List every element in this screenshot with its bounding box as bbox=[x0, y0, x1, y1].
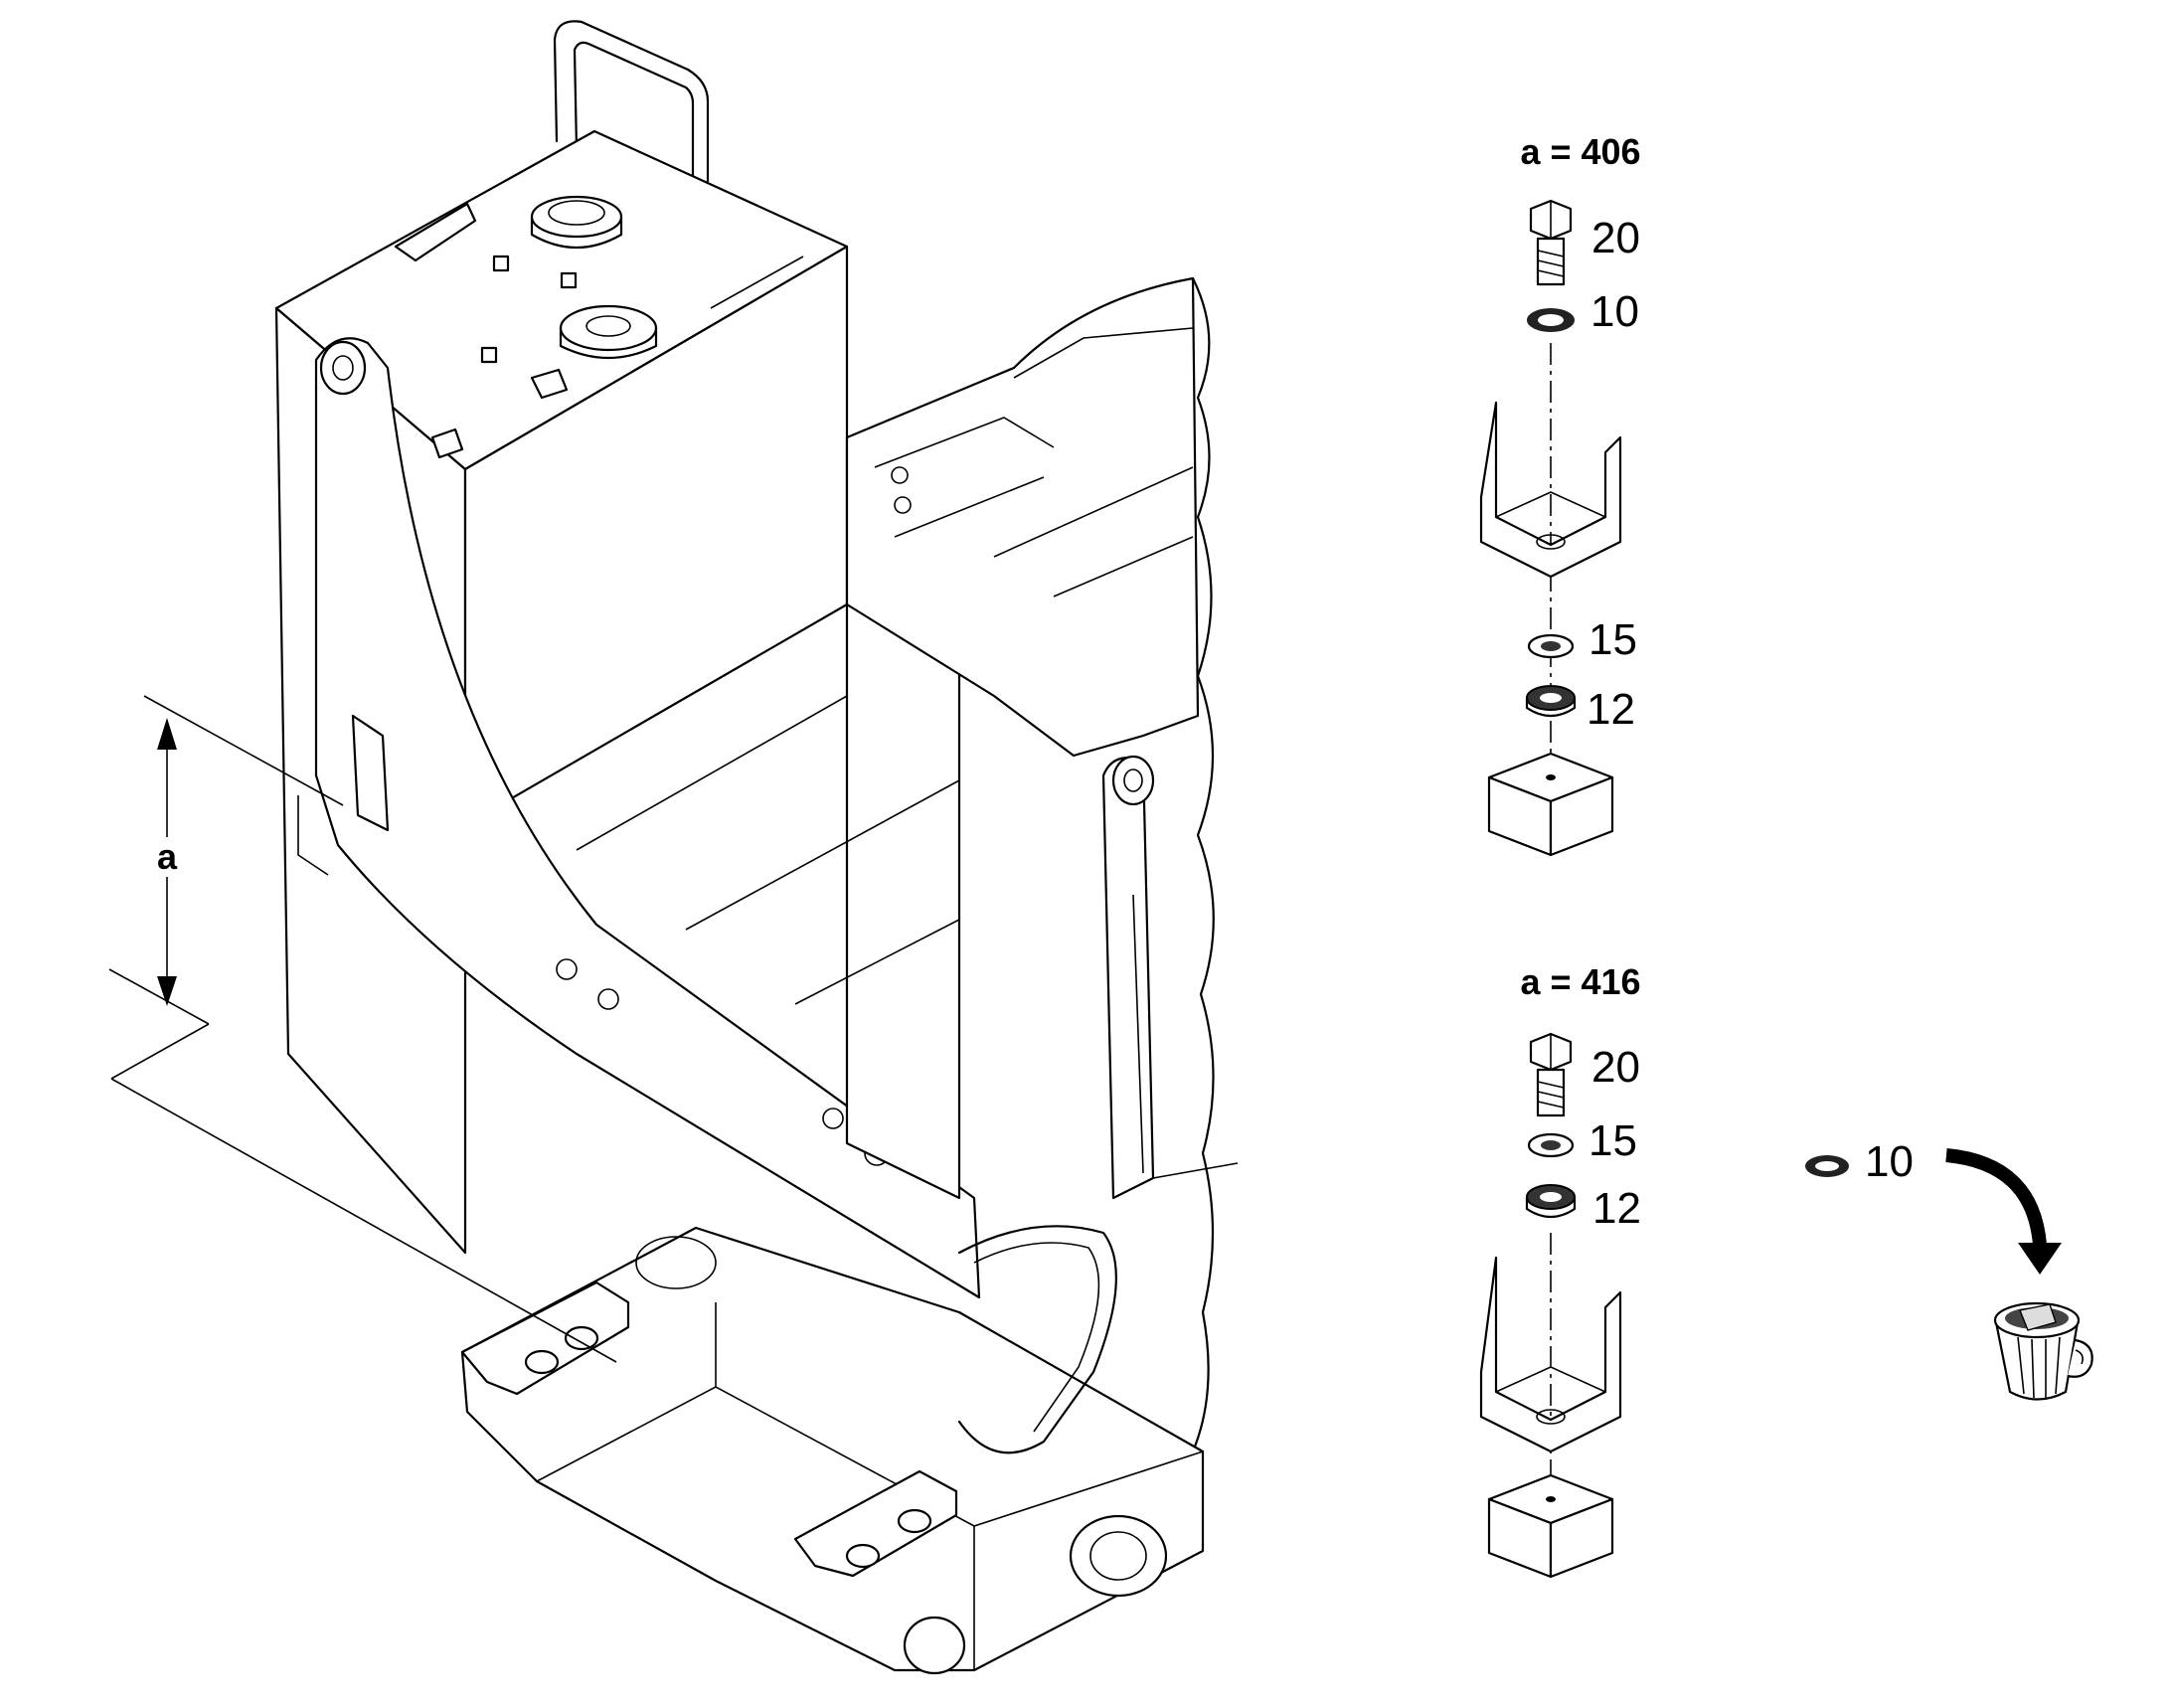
bolt-icon bbox=[1529, 199, 1573, 286]
washer-icon bbox=[1527, 1132, 1575, 1158]
spacer-block bbox=[1487, 1473, 1614, 1579]
washer-icon bbox=[1527, 308, 1575, 332]
thick-washer-icon bbox=[1525, 685, 1577, 718]
washer-icon bbox=[1805, 1155, 1849, 1177]
dimension-label: a bbox=[157, 836, 178, 877]
variant-a416-heading: a = 416 bbox=[1520, 961, 1640, 1002]
tank-frame-assembly bbox=[274, 20, 1239, 1675]
part-number: 10 bbox=[1865, 1137, 1914, 1186]
part-number: 10 bbox=[1590, 287, 1639, 336]
spacer-block bbox=[1487, 752, 1614, 857]
part-number: 12 bbox=[1587, 685, 1635, 734]
part-number: 15 bbox=[1588, 1116, 1637, 1165]
curved-arrow-icon bbox=[1945, 1148, 2062, 1275]
variant-a416-stack: a = 416 20 15 12 bbox=[1479, 961, 1641, 1579]
part-number: 20 bbox=[1591, 214, 1640, 262]
variant-a406-stack: a = 406 20 10 15 bbox=[1479, 131, 1641, 857]
part-number: 15 bbox=[1588, 615, 1637, 664]
u-bracket bbox=[1479, 1256, 1622, 1453]
discard-part: 10 bbox=[1805, 1137, 2093, 1401]
part-number: 20 bbox=[1591, 1043, 1640, 1092]
u-bracket bbox=[1479, 401, 1622, 579]
bolt-icon bbox=[1529, 1032, 1573, 1117]
washer-icon bbox=[1527, 633, 1575, 659]
thick-washer-icon bbox=[1525, 1184, 1577, 1219]
variant-a406-heading: a = 406 bbox=[1520, 131, 1640, 172]
part-number: 12 bbox=[1592, 1184, 1641, 1233]
dimension-a: a bbox=[108, 695, 617, 1363]
trash-can-icon bbox=[1993, 1301, 2093, 1401]
